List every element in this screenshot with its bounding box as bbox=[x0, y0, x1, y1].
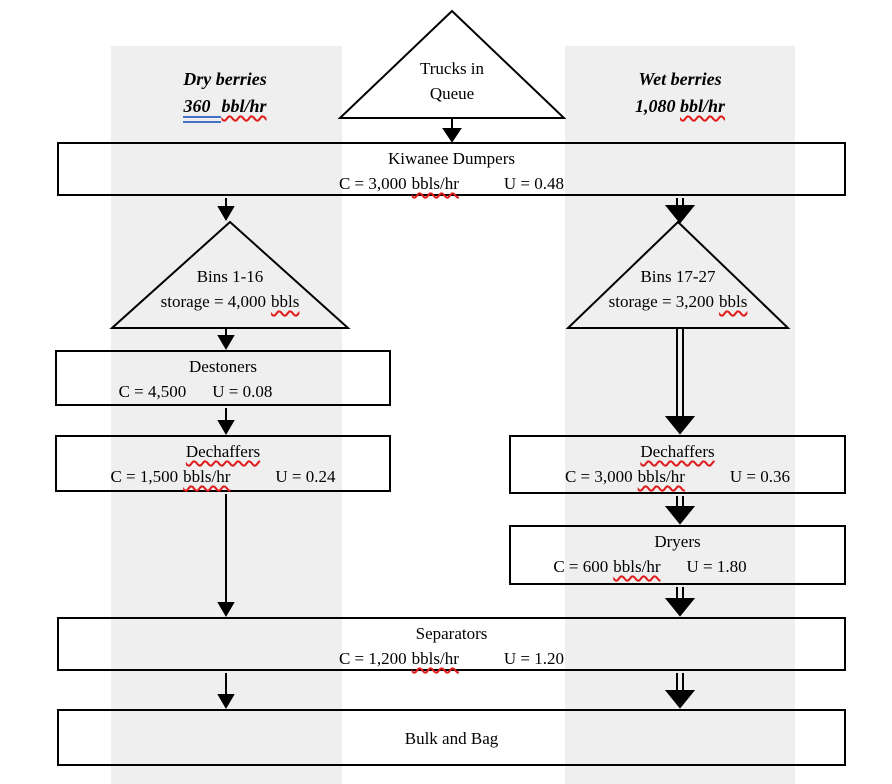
wet-berries-label: Wet berries 1,080 bbl/hr bbox=[575, 66, 785, 120]
dechaffers-wet-title: Dechaffers bbox=[640, 442, 715, 461]
destoners-title: Destoners bbox=[189, 357, 257, 376]
dry-rate-unit: bbl/hr bbox=[221, 96, 267, 116]
kiwanee-dumpers-title: Kiwanee Dumpers bbox=[388, 149, 515, 168]
trucks-line2: Queue bbox=[429, 84, 475, 103]
bins-dry-title: Bins 1-16 bbox=[196, 267, 264, 286]
wet-column-band bbox=[565, 46, 795, 784]
wet-berries-title: Wet berries bbox=[638, 69, 722, 89]
bins-wet-title: Bins 17-27 bbox=[640, 267, 716, 286]
wet-rate-unit: bbl/hr bbox=[679, 96, 726, 116]
dechaffers-dry-title: Dechaffers bbox=[185, 442, 261, 461]
wet-rate-amount: 1,080 bbox=[634, 96, 676, 116]
trucks-queue-text: Trucks in Queue bbox=[372, 56, 532, 106]
trucks-line1: Trucks in bbox=[419, 59, 485, 78]
separators-title: Separators bbox=[415, 624, 488, 643]
wet-berries-rate: 1,080 bbl/hr bbox=[575, 93, 785, 120]
dry-rate-amount: 360 bbox=[183, 96, 222, 117]
bulk-and-bag-title: Bulk and Bag bbox=[404, 729, 499, 748]
arrow-queue-to-dumpers bbox=[442, 118, 462, 143]
dryers-title: Dryers bbox=[654, 532, 701, 551]
bulk-and-bag-box: Bulk and Bag bbox=[57, 709, 846, 766]
dry-berries-title: Dry berries bbox=[183, 69, 267, 89]
